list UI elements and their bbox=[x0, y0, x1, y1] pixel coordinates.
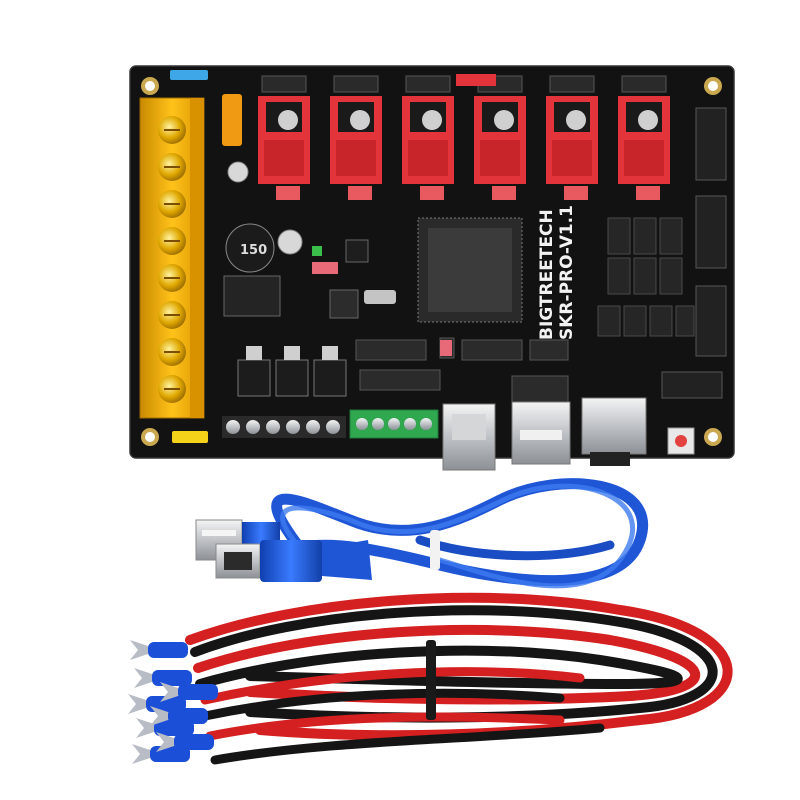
power-wire-bundle bbox=[185, 592, 733, 765]
cable-tie bbox=[430, 530, 440, 570]
pcb-board: BIGTREETECH SKR-PRO-V1.1 150 bbox=[129, 65, 735, 471]
right-connectors bbox=[661, 107, 727, 399]
endstop-connectors bbox=[597, 217, 695, 337]
stepper-driver-icon bbox=[546, 96, 598, 184]
fuse-orange bbox=[222, 94, 242, 146]
stepper-driver-icon bbox=[618, 96, 670, 184]
mosfets bbox=[237, 346, 347, 397]
sd-card-slot bbox=[581, 397, 647, 466]
inductor-label: 150 bbox=[240, 243, 267, 258]
voltage-regulator bbox=[223, 275, 281, 317]
pink-header bbox=[312, 262, 338, 274]
mounting-holes bbox=[141, 77, 722, 446]
fork-terminals bbox=[128, 640, 218, 764]
green-terminal-block bbox=[349, 409, 439, 439]
regulator-chip bbox=[329, 289, 359, 319]
capacitor bbox=[227, 161, 249, 183]
stepper-driver-row bbox=[258, 96, 670, 184]
microcontroller-chip-icon bbox=[417, 217, 523, 323]
stepper-driver-icon bbox=[258, 96, 310, 184]
motor-headers bbox=[261, 75, 667, 93]
green-led-pad bbox=[312, 246, 322, 256]
reset-button bbox=[667, 427, 695, 455]
stepper-driver-icon bbox=[330, 96, 382, 184]
small-chip bbox=[345, 239, 369, 263]
inductor: 150 bbox=[225, 223, 275, 273]
fuse-bottom bbox=[172, 431, 208, 443]
power-terminal-block bbox=[139, 97, 205, 419]
model-text: SKR-PRO-V1.1 bbox=[557, 205, 577, 340]
stepper-driver-icon bbox=[474, 96, 526, 184]
red-header-top bbox=[456, 74, 496, 86]
jumper-row bbox=[276, 186, 660, 200]
usb-cable bbox=[195, 478, 648, 589]
usb-b-port bbox=[442, 403, 496, 471]
usb-a-port bbox=[511, 401, 571, 465]
crystal bbox=[364, 290, 396, 304]
pink-jumper bbox=[440, 340, 452, 356]
capacitor bbox=[277, 229, 303, 255]
stepper-driver-icon bbox=[402, 96, 454, 184]
heater-terminals bbox=[222, 416, 346, 438]
brand-text: BIGTREETECH bbox=[537, 209, 557, 340]
fuse-top bbox=[170, 70, 208, 80]
wire-cable-tie bbox=[426, 640, 436, 720]
board-brand-label: BIGTREETECH SKR-PRO-V1.1 bbox=[537, 205, 577, 340]
usb-connector-icon bbox=[215, 540, 372, 582]
